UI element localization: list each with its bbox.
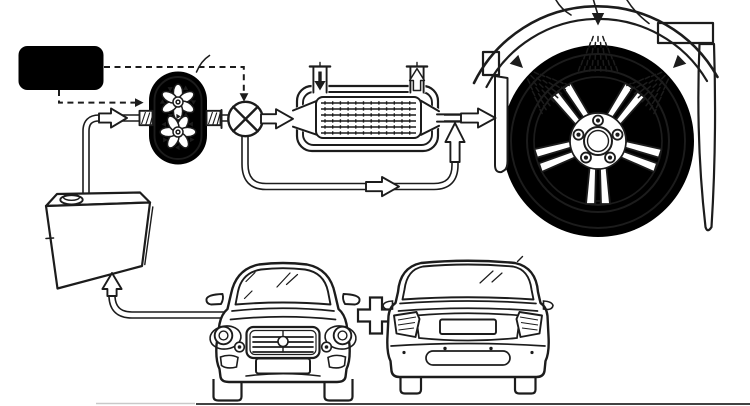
tank-filler-cap-top [62, 193, 81, 202]
right-mirror [342, 293, 361, 306]
rim-valve-stem [594, 200, 602, 206]
flow-arrows [98, 107, 466, 198]
park-sensor [402, 350, 406, 355]
front-license-plate [255, 357, 311, 375]
pump-inlet-fitting [138, 109, 154, 127]
tire-inner [510, 53, 686, 229]
bumper-line [390, 342, 546, 347]
signal-line-to-valve [104, 66, 245, 94]
tank-side-edge [144, 206, 154, 266]
bumper-recess [425, 350, 511, 366]
windshield [234, 267, 332, 306]
park-sensor [530, 350, 534, 355]
right-headlight [332, 325, 353, 346]
vehicle-return-pipe [109, 292, 232, 318]
rear-right-tire [513, 374, 537, 395]
grille-emblem [277, 335, 289, 348]
flow-arrow-bypass-join [444, 122, 466, 163]
fender-left-strip [494, 75, 509, 174]
park-sensor [443, 346, 447, 351]
plus-sign [356, 296, 396, 335]
left-bumper-inset [219, 354, 239, 369]
vehicle-rear-view [382, 255, 554, 395]
spray-nozzle-icon [509, 54, 523, 68]
fender-right-mudflap [697, 42, 717, 232]
vehicle-front-view [205, 261, 361, 402]
tank-to-pump-pipe [83, 115, 140, 195]
control-unit [18, 46, 249, 107]
left-mirror-tab [382, 300, 394, 311]
reservoir-tank [44, 191, 154, 290]
lower-intake-line [245, 372, 321, 377]
signal-line-to-pump [58, 90, 135, 104]
flow-arrow-valve-to-hx [260, 108, 294, 130]
trunk-lines [397, 300, 539, 312]
plus-symbol [356, 296, 396, 335]
pump-outlet-fitting [205, 109, 222, 127]
coolant-down-arrow [314, 81, 326, 91]
signal-arrowhead-pump [135, 98, 144, 107]
park-sensor [489, 346, 493, 351]
pump-rotors [159, 83, 197, 151]
coolant-up-arrow [408, 67, 426, 92]
hx-core-matrix [321, 101, 416, 136]
hx-coolant-outlet-port [405, 61, 429, 94]
leader-line-right [626, 0, 650, 25]
flow-arrow-tank-to-pump [98, 107, 128, 129]
spray-nozzle-icon [591, 13, 605, 26]
leader-line-left [555, 0, 572, 16]
rear-license-plate [439, 318, 497, 335]
hx-coolant-inlet-port [308, 61, 332, 94]
pump-housing-inner [153, 76, 203, 160]
rim-flange [526, 69, 670, 213]
bypass-line [242, 136, 458, 189]
fender-left-bracket [481, 50, 501, 77]
fender-arch-outer [472, 5, 719, 85]
spray-nozzles [509, 13, 687, 115]
heat-exchanger [292, 61, 469, 153]
front-right-tire [323, 379, 354, 402]
flow-arrow-return-to-tank [101, 272, 123, 297]
rear-window-reflections [479, 270, 503, 284]
right-taillight [515, 311, 543, 338]
leader-line-center [592, 0, 599, 15]
rear-left-tire [399, 374, 423, 395]
right-mirror-tab [542, 300, 554, 311]
right-bumper-inset [327, 354, 347, 369]
left-headlight [213, 325, 234, 346]
antenna [516, 255, 524, 263]
pump-leader-line [195, 54, 211, 73]
control-valve [220, 100, 264, 138]
hx-inlet-taper [292, 99, 318, 136]
tank-front-face [44, 201, 152, 290]
spray-nozzle-icon [673, 54, 687, 68]
wheel-lug-nuts [572, 114, 624, 164]
signal-arrowhead-valve [239, 93, 249, 102]
hx-outlet-taper [420, 99, 440, 136]
valve-x-mark [232, 105, 259, 133]
flow-arrow-bypass [365, 176, 400, 198]
wheel-spray-assembly [472, 0, 719, 237]
gear-pump [138, 54, 222, 165]
center-bore-inner [586, 129, 610, 153]
control-unit-box [18, 46, 104, 90]
rear-window [401, 263, 535, 301]
left-mirror [205, 293, 224, 306]
tank-seam-tick [45, 237, 55, 240]
flow-arrow-to-wheel [460, 107, 497, 129]
hood-lines [229, 307, 337, 321]
windshield-reflections [243, 271, 299, 300]
left-taillight [393, 311, 421, 338]
front-left-tire [212, 379, 243, 402]
